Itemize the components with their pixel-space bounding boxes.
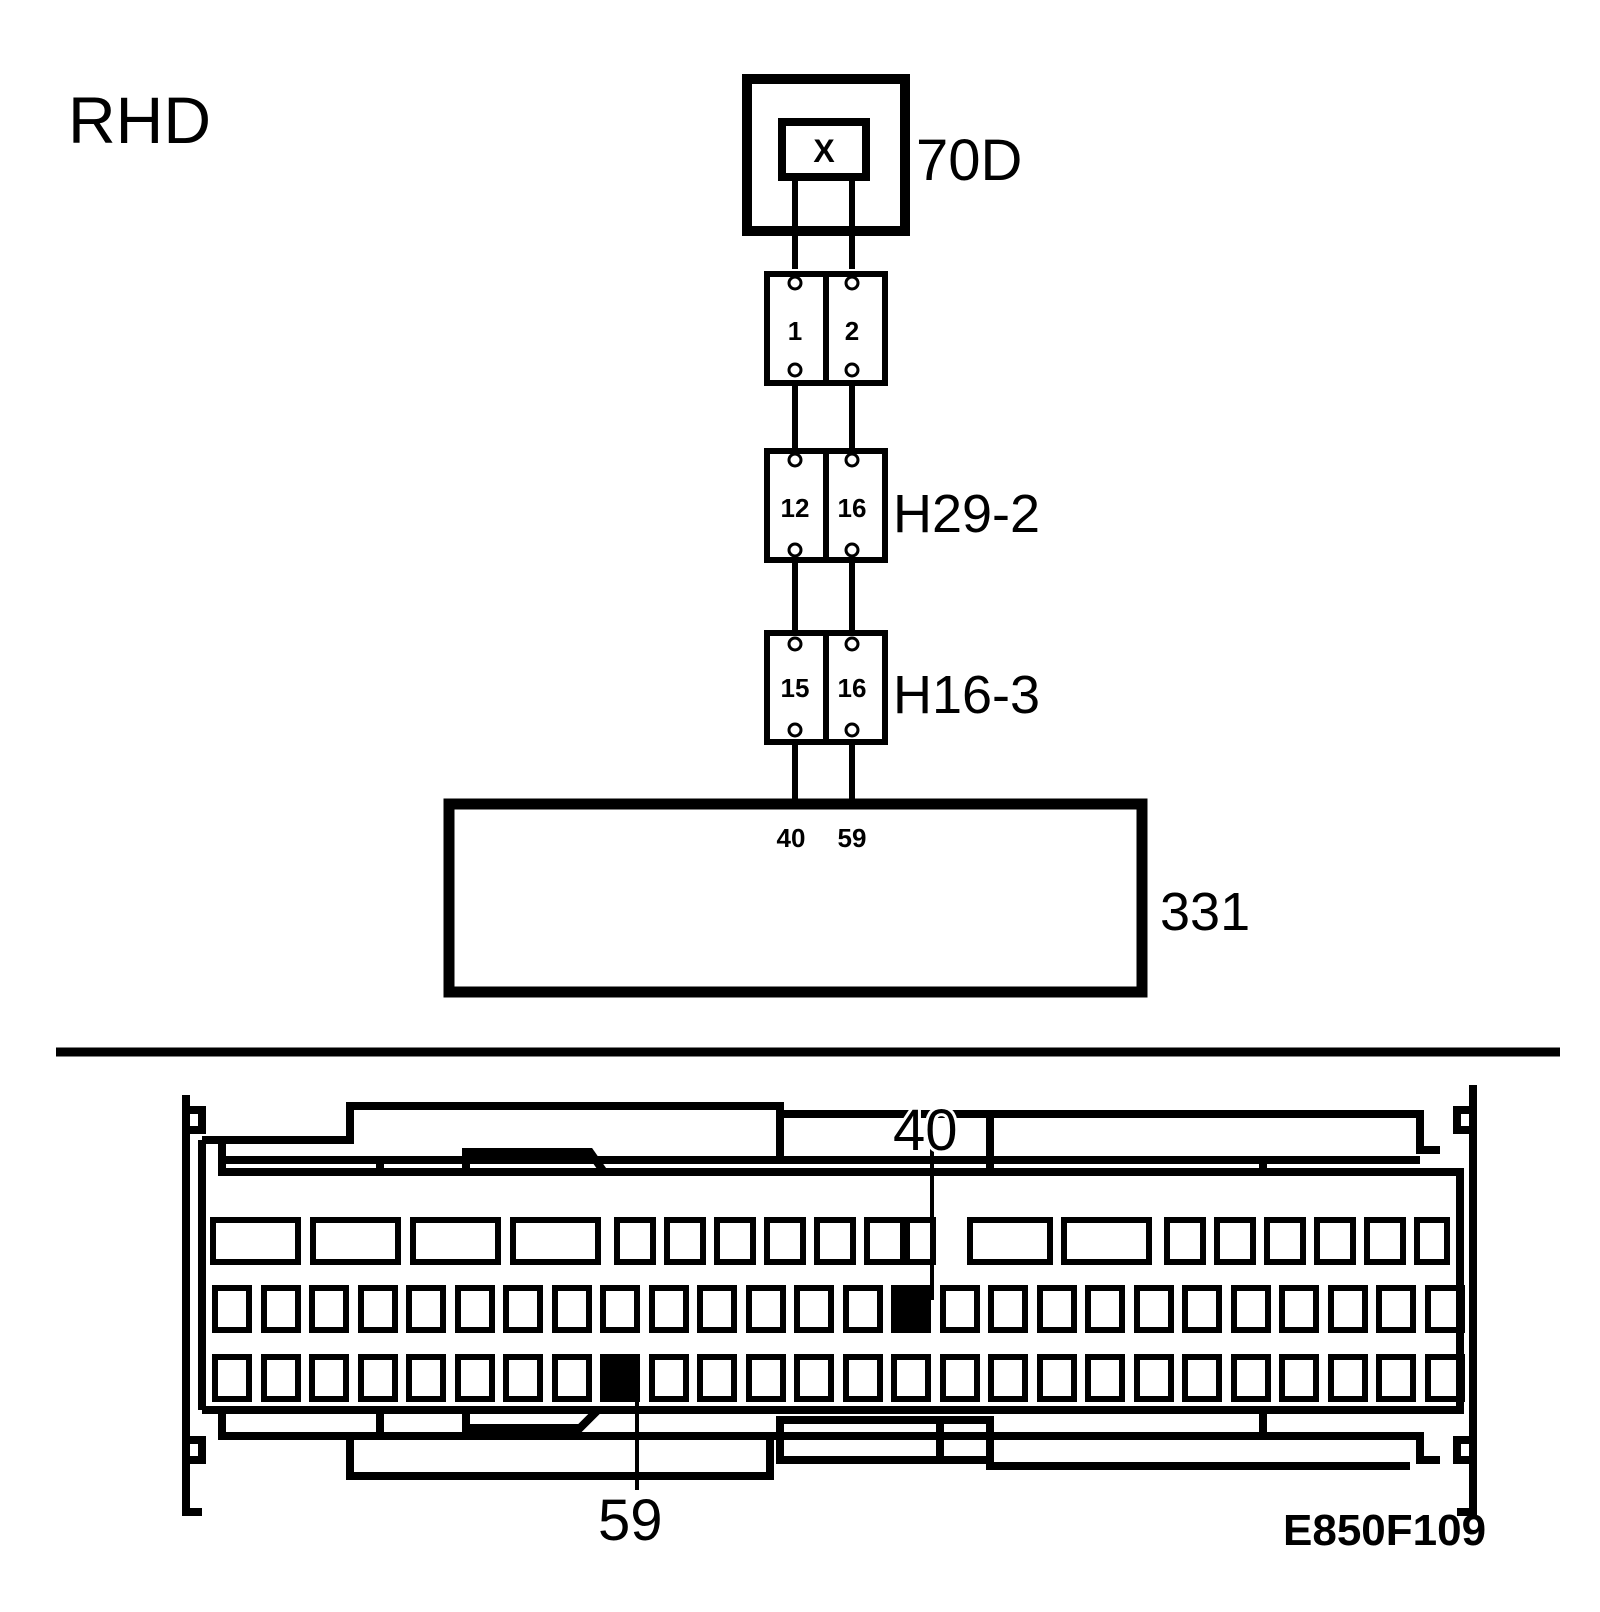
cavity-r2-16 xyxy=(940,1285,980,1333)
cavity-r2-10 xyxy=(649,1285,689,1333)
cavity-r1-14 xyxy=(1164,1217,1206,1265)
cavity-r1-17 xyxy=(1314,1217,1356,1265)
cavity-r1-9 xyxy=(814,1217,856,1265)
module-pin-59: 59 xyxy=(838,823,867,853)
cavity-r3-25 xyxy=(1376,1354,1416,1402)
cavity-r3-10 xyxy=(649,1354,689,1402)
cavity-r2-15 xyxy=(891,1285,931,1333)
switch-70d: X xyxy=(742,74,910,269)
cavity-r3-17 xyxy=(988,1354,1028,1402)
cavity-r3-15 xyxy=(891,1354,931,1402)
callout-pin-59: 59 xyxy=(598,1488,663,1553)
cavity-r2-18 xyxy=(1037,1285,1077,1333)
cavity-r1-2 xyxy=(310,1217,401,1265)
cavity-r1-13 xyxy=(1061,1217,1152,1265)
cavity-r2-25 xyxy=(1376,1285,1416,1333)
variant-label: RHD xyxy=(68,83,211,157)
cavity-r3-5 xyxy=(406,1354,446,1402)
control-module-331: 40 59 xyxy=(443,798,1148,998)
cavity-r1-4 xyxy=(510,1217,601,1265)
cavity-r1-12 xyxy=(967,1217,1053,1265)
cavity-r3-9 xyxy=(600,1354,640,1402)
cavity-r1-1 xyxy=(210,1217,301,1265)
cavity-r1-10 xyxy=(864,1217,906,1265)
cavity-r2-9 xyxy=(600,1285,640,1333)
cavity-r3-20 xyxy=(1134,1354,1174,1402)
cavity-r3-24 xyxy=(1328,1354,1368,1402)
cavity-r2-6 xyxy=(455,1285,495,1333)
cavity-r1-6 xyxy=(664,1217,706,1265)
switch-label: 70D xyxy=(916,128,1022,193)
module-pin-40: 40 xyxy=(777,823,806,853)
cavity-r3-13 xyxy=(794,1354,834,1402)
cavity-r3-18 xyxy=(1037,1354,1077,1402)
cavity-r2-12 xyxy=(746,1285,786,1333)
cavity-r1-19 xyxy=(1414,1217,1450,1265)
figure-code: E850F109 xyxy=(1283,1506,1486,1555)
cavity-r3-11 xyxy=(697,1354,737,1402)
cavity-r3-14 xyxy=(843,1354,883,1402)
h16-pin-16: 16 xyxy=(838,673,867,703)
cavity-r2-4 xyxy=(358,1285,398,1333)
cavity-r3-4 xyxy=(358,1354,398,1402)
cavity-r2-2 xyxy=(261,1285,301,1333)
cavity-r2-5 xyxy=(406,1285,446,1333)
cavity-r1-7 xyxy=(714,1217,756,1265)
cavity-r2-22 xyxy=(1231,1285,1271,1333)
pin-cavities xyxy=(210,1217,1465,1402)
cavity-r2-23 xyxy=(1279,1285,1319,1333)
connector-h29-2: 12 16 xyxy=(764,448,888,563)
connector-top-pin-2: 2 xyxy=(845,316,859,346)
connector-h16-3: 15 16 xyxy=(764,630,888,745)
cavity-r2-20 xyxy=(1134,1285,1174,1333)
cavity-r2-21 xyxy=(1182,1285,1222,1333)
cavity-r3-2 xyxy=(261,1354,301,1402)
cavity-r3-3 xyxy=(309,1354,349,1402)
cavity-r1-16 xyxy=(1264,1217,1306,1265)
cavity-r1-18 xyxy=(1364,1217,1406,1265)
cavity-r1-15 xyxy=(1214,1217,1256,1265)
h29-pin-12: 12 xyxy=(781,493,810,523)
cavity-r3-6 xyxy=(455,1354,495,1402)
cavity-r2-24 xyxy=(1328,1285,1368,1333)
connector-face-view xyxy=(182,1085,1477,1516)
switch-symbol: X xyxy=(813,133,835,169)
cavity-r1-3 xyxy=(410,1217,501,1265)
cavity-r2-17 xyxy=(988,1285,1028,1333)
cavity-r2-7 xyxy=(503,1285,543,1333)
connector-top: 1 2 xyxy=(764,271,888,386)
cavity-r3-12 xyxy=(746,1354,786,1402)
h29-pin-16: 16 xyxy=(838,493,867,523)
cavity-r2-3 xyxy=(309,1285,349,1333)
h16-pin-15: 15 xyxy=(781,673,810,703)
cavity-r2-14 xyxy=(843,1285,883,1333)
pin-callouts xyxy=(635,1145,934,1490)
connector-top-pin-1: 1 xyxy=(788,316,802,346)
cavity-r3-21 xyxy=(1182,1354,1222,1402)
cavity-r3-8 xyxy=(552,1354,592,1402)
module-label: 331 xyxy=(1160,882,1250,942)
cavity-r1-5 xyxy=(614,1217,656,1265)
cavity-r2-11 xyxy=(697,1285,737,1333)
cavity-r3-1 xyxy=(212,1354,252,1402)
cavity-r2-8 xyxy=(552,1285,592,1333)
cavity-r1-11 xyxy=(904,1217,936,1265)
callout-pin-40: 40 xyxy=(893,1098,958,1163)
cavity-r2-1 xyxy=(212,1285,252,1333)
h29-label: H29-2 xyxy=(893,484,1040,544)
cavity-r2-19 xyxy=(1085,1285,1125,1333)
cavity-r3-23 xyxy=(1279,1354,1319,1402)
cavity-r3-26 xyxy=(1425,1354,1465,1402)
cavity-r3-19 xyxy=(1085,1354,1125,1402)
cavity-r1-8 xyxy=(764,1217,806,1265)
cavity-r3-16 xyxy=(940,1354,980,1402)
cavity-r2-13 xyxy=(794,1285,834,1333)
cavity-r3-7 xyxy=(503,1354,543,1402)
cavity-r3-22 xyxy=(1231,1354,1271,1402)
h16-label: H16-3 xyxy=(893,665,1040,725)
cavity-r2-26 xyxy=(1425,1285,1465,1333)
